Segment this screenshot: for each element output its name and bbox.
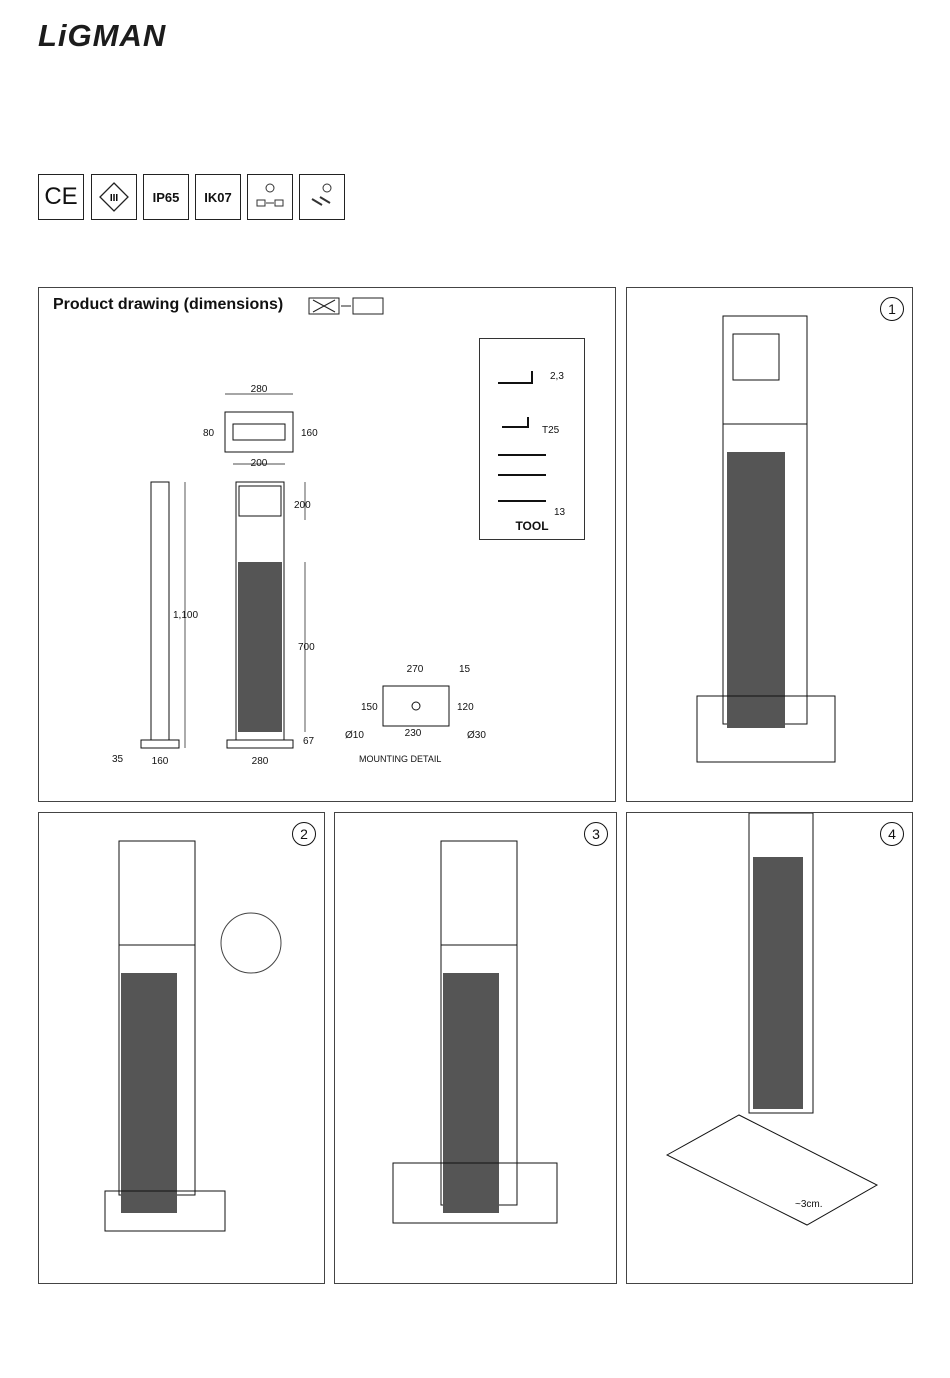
- dim-mount-spacing: 230: [405, 728, 422, 739]
- dim-top-inner-h: 80: [203, 428, 215, 439]
- dim-mount-offset: 15: [459, 664, 471, 675]
- dimensions-panel: Product drawing (dimensions) 280 200 80 …: [38, 287, 616, 802]
- ip-rating-badge: IP65: [143, 174, 189, 220]
- dim-mount-hole: Ø10: [345, 730, 364, 741]
- brand-logo: LiGMAN: [38, 18, 166, 54]
- dim-base-h: 35: [112, 754, 124, 765]
- step4-note: ~3cm.: [795, 1199, 823, 1210]
- dim-grille-h: 700: [298, 642, 315, 653]
- class-iii-icon: III: [91, 174, 137, 220]
- connection-icon: [299, 174, 345, 220]
- mounting-label: MOUNTING DETAIL: [359, 754, 441, 764]
- dim-mount-h: 150: [361, 702, 378, 713]
- tool-torx-size: T25: [542, 425, 560, 436]
- ik-rating-badge: IK07: [195, 174, 241, 220]
- svg-text:III: III: [110, 193, 119, 204]
- step-illustration: [39, 813, 326, 1285]
- dim-mount-w: 270: [407, 664, 424, 675]
- step-illustration: [627, 288, 914, 803]
- step-panel-3: 3: [334, 812, 617, 1284]
- dim-top-inner-w: 200: [251, 458, 268, 469]
- step-panel-2: 2: [38, 812, 325, 1284]
- step-illustration: ~3cm.: [627, 813, 914, 1285]
- ce-mark: CE: [38, 174, 84, 220]
- tool-hex-size: 2,3: [550, 371, 564, 382]
- tool-box: 2,3 T25 13 TOOL: [479, 338, 585, 540]
- dim-top-h: 160: [301, 428, 318, 439]
- step-panel-4: 4 ~3cm.: [626, 812, 913, 1284]
- dim-top-w: 280: [251, 384, 268, 395]
- tool-label: TOOL: [480, 519, 584, 533]
- step-illustration: [335, 813, 618, 1285]
- tool-wrench-size: 13: [554, 507, 566, 518]
- dim-mount-center: Ø30: [467, 730, 486, 741]
- dim-plinth-h: 67: [303, 736, 315, 747]
- dim-height: 1,100: [173, 610, 198, 621]
- dim-mount-h2: 120: [457, 702, 474, 713]
- dim-side-w: 160: [152, 756, 169, 767]
- step-panel-1: 1: [626, 287, 913, 802]
- driver-icon: [247, 174, 293, 220]
- dim-front-w: 280: [252, 756, 269, 767]
- dim-head-h: 200: [294, 500, 311, 511]
